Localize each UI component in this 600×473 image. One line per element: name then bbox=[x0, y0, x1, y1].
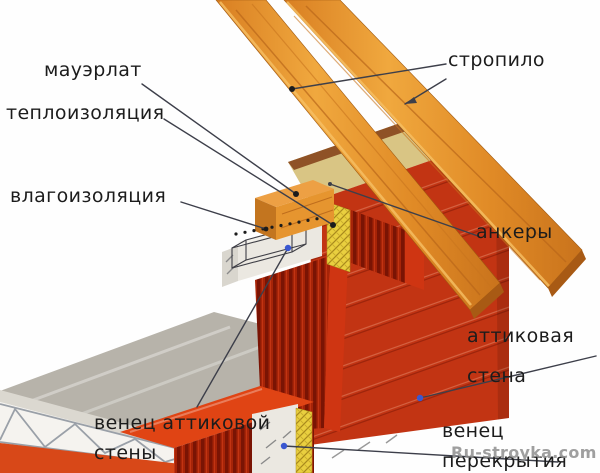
label-attic-wall-crown-line2: стены bbox=[94, 442, 157, 464]
leader-thermal bbox=[163, 118, 334, 226]
label-moisture-insulation: влагоизоляция bbox=[10, 185, 167, 207]
label-floor-crown: венец перекрытия bbox=[442, 416, 567, 473]
leader-crown-attic bbox=[196, 247, 289, 408]
label-mauerlat: мауэрлат bbox=[44, 59, 142, 81]
marker-crown-floor bbox=[280, 442, 288, 450]
concrete-section-dashes bbox=[259, 421, 292, 465]
leader-mauerlat bbox=[141, 83, 297, 195]
leader-crown-floor bbox=[283, 445, 559, 463]
leader-moisture bbox=[180, 201, 267, 230]
arrowhead-rafter bbox=[405, 97, 417, 104]
marker-attic-wall bbox=[416, 394, 424, 402]
leader-markers bbox=[263, 86, 424, 450]
label-floor-crown-line2: перекрытия bbox=[442, 450, 568, 472]
wall-cut-column-front bbox=[324, 256, 348, 432]
wall-cut-column bbox=[255, 256, 330, 432]
marker-moisture bbox=[263, 226, 269, 232]
leader-lines bbox=[141, 63, 597, 463]
leader-anchors bbox=[329, 183, 479, 237]
label-attic-wall: аттиковая стена bbox=[467, 316, 574, 396]
label-thermal-insulation: теплоизоляция bbox=[6, 102, 165, 124]
soffit-dashes bbox=[331, 434, 398, 459]
leader-rafter-1 bbox=[291, 63, 447, 90]
label-rafter: стропило bbox=[448, 49, 545, 71]
label-attic-wall-line1: аттиковая bbox=[467, 325, 575, 347]
label-floor-crown-line1: венец bbox=[442, 420, 504, 442]
marker-crown-attic bbox=[284, 244, 292, 252]
label-attic-wall-crown-line1: венец аттиковой bbox=[94, 412, 271, 434]
marker-rafter bbox=[289, 86, 295, 92]
marker-mauerlat bbox=[293, 191, 299, 197]
floor-insulation-strip bbox=[295, 407, 313, 473]
label-attic-wall-line2: стена bbox=[467, 365, 527, 387]
rafter-right-end-face bbox=[548, 250, 586, 297]
label-attic-wall-crown: венец аттиковой стены bbox=[94, 408, 270, 468]
rafter-left-end-face bbox=[470, 283, 504, 319]
rafter-right bbox=[283, 0, 586, 297]
marker-anchors bbox=[328, 182, 332, 186]
watermark: Ru-stroyka.com bbox=[451, 443, 597, 462]
floor-crown-concrete bbox=[252, 404, 298, 473]
block-top-face bbox=[120, 386, 314, 448]
slab-red-base bbox=[0, 443, 215, 473]
marker-thermal bbox=[330, 222, 336, 228]
rafter-left bbox=[215, 0, 504, 319]
label-anchors: анкеры bbox=[476, 221, 553, 243]
floor-crown-assembly bbox=[120, 386, 398, 473]
wall-cut-blocks-upper bbox=[343, 207, 405, 283]
slab-truss-side bbox=[0, 402, 215, 470]
leader-attic-wall bbox=[419, 355, 597, 399]
moisture-membrane-dots bbox=[234, 217, 319, 236]
